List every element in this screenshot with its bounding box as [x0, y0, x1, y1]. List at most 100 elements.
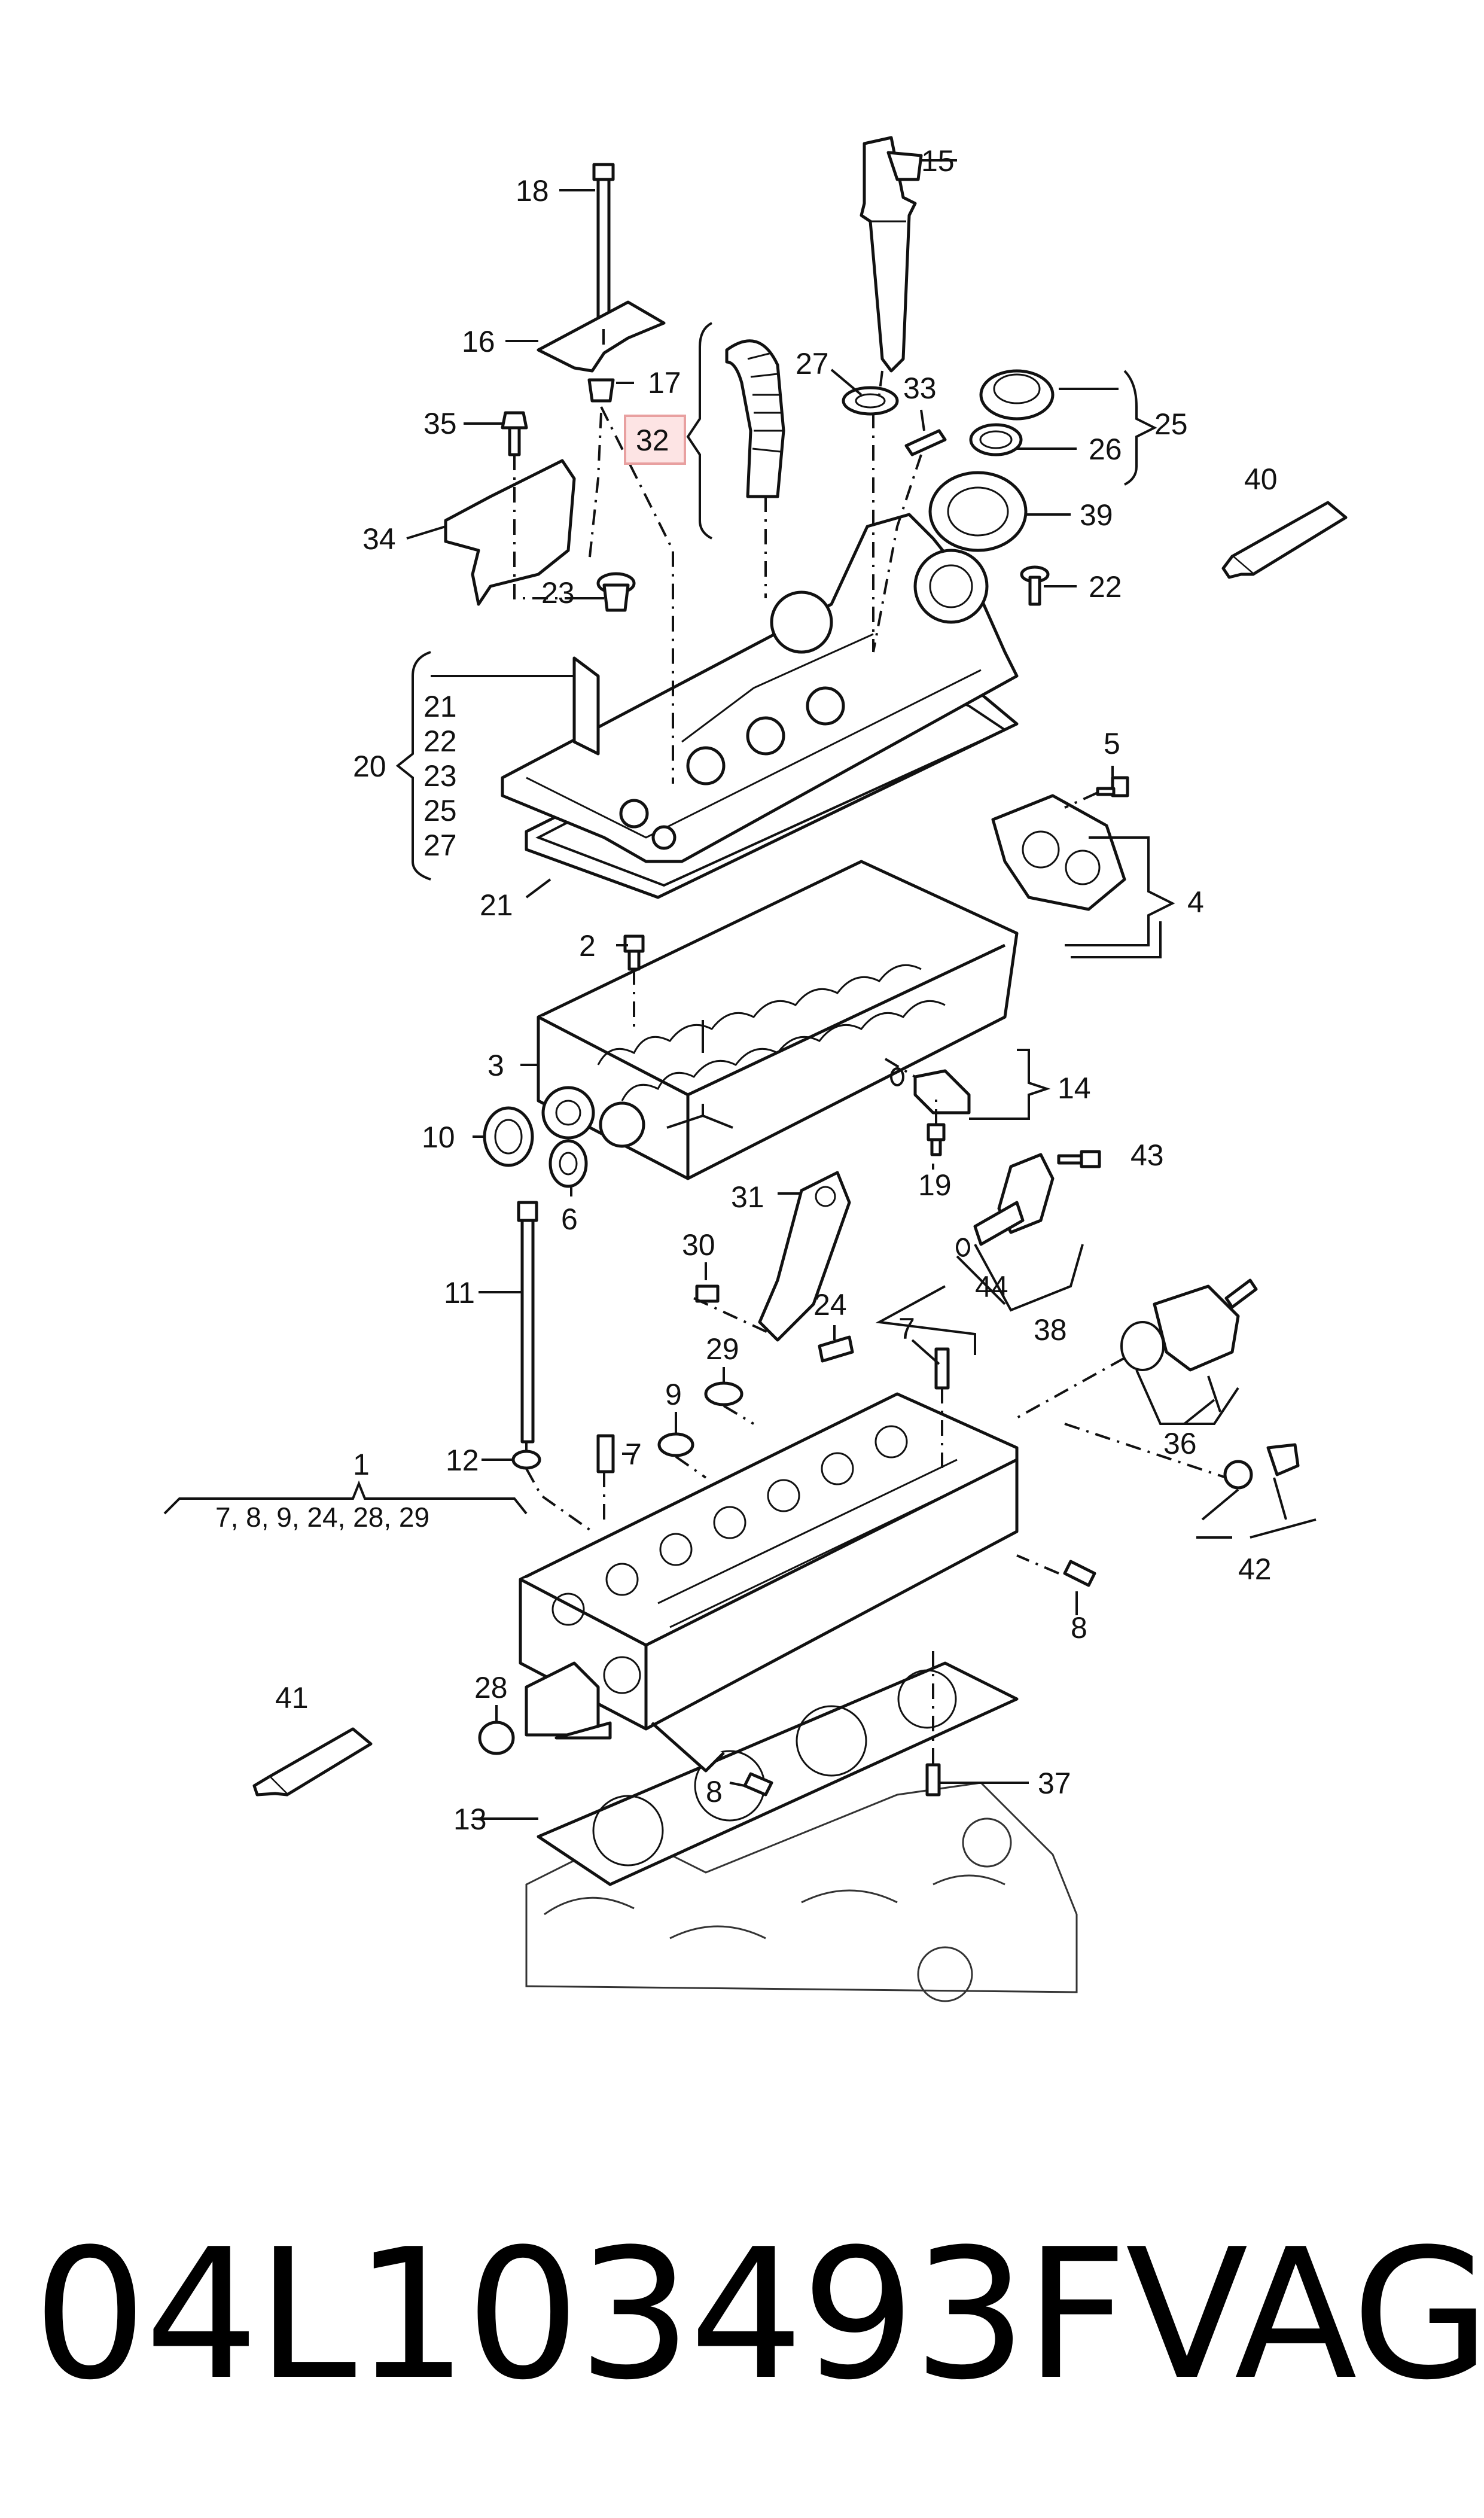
clamping-piece-16 [537, 300, 666, 373]
cylinder-head [519, 1392, 1019, 1773]
oil-filler-cap-25 [979, 369, 1055, 421]
callout-41: 41 [275, 1681, 309, 1715]
callout-32: 32 [636, 424, 669, 457]
bracket-32 [686, 322, 712, 540]
callout-3: 3 [487, 1049, 504, 1082]
breather-hose-32 [725, 339, 785, 498]
bracket-20 [395, 651, 431, 881]
callout-20-list-5: 27 [423, 829, 457, 862]
callout-25: 25 [1154, 407, 1188, 441]
callout-31: 31 [731, 1180, 764, 1214]
callout-20-list-3: 23 [423, 759, 457, 793]
seal-29 [704, 1381, 743, 1406]
bolt-2 [623, 934, 645, 971]
callout-37: 37 [1038, 1767, 1071, 1800]
seal-26 [969, 423, 1023, 456]
callout-12: 12 [446, 1444, 479, 1477]
bracket-31 [758, 1171, 851, 1342]
callout-1: 1 [353, 1448, 370, 1481]
cylinder-head-cover [501, 513, 1019, 863]
assembly-lines [513, 329, 1227, 1765]
callout-38: 38 [1034, 1313, 1067, 1347]
bolt-43 [1057, 1150, 1101, 1168]
callout-44: 44 [975, 1270, 1008, 1304]
bolt-35 [501, 411, 528, 456]
callout-35: 35 [423, 407, 457, 440]
seal-27 [842, 386, 899, 416]
callout-29: 29 [706, 1332, 739, 1366]
callout-20: 20 [353, 750, 386, 783]
callout-labels: 18 15 16 17 27 33 25 26 35 32 40 39 34 2… [215, 144, 1278, 1836]
callout-15: 15 [921, 144, 955, 178]
bolt-30 [695, 1284, 720, 1303]
callout-11: 11 [444, 1276, 475, 1310]
callout-30: 30 [682, 1228, 715, 1262]
callout-20-list-4: 25 [423, 794, 457, 827]
callout-7b: 7 [898, 1312, 915, 1345]
callout-24: 24 [813, 1288, 847, 1322]
callout-36: 36 [1163, 1427, 1197, 1460]
callout-20-list-1: 21 [423, 690, 457, 723]
stud-24 [818, 1335, 854, 1363]
callout-7a: 7 [625, 1438, 642, 1471]
callout-2: 2 [579, 929, 596, 963]
o-ring-44 [956, 1238, 970, 1257]
bolt-18 [592, 163, 615, 328]
footer: 04L103493F VAG [33, 2211, 1484, 2419]
dowel-7b [934, 1347, 950, 1390]
part-number: 04L103493F [33, 2211, 1128, 2419]
callout-22: 22 [1089, 570, 1122, 604]
callout-14: 14 [1058, 1071, 1091, 1105]
callout-9: 9 [665, 1378, 682, 1411]
callout-34: 34 [362, 522, 396, 556]
washer-12 [511, 1450, 541, 1470]
plug-28 [478, 1721, 515, 1755]
callout-26: 26 [1089, 433, 1122, 466]
dowel-37 [925, 1763, 941, 1797]
sensor-14 [890, 1067, 971, 1115]
bolt-5 [1096, 776, 1129, 797]
cover-plate-4 [991, 794, 1126, 911]
callout-6: 6 [561, 1202, 578, 1236]
callout-17: 17 [648, 366, 681, 400]
callout-4: 4 [1187, 885, 1204, 919]
exploded-parts-diagram: 18 15 16 17 27 33 25 26 35 32 40 39 34 2… [163, 136, 1348, 2002]
injector-15 [860, 136, 923, 373]
spacer-17 [587, 378, 615, 403]
callout-28: 28 [474, 1671, 508, 1704]
seal-6 [548, 1139, 588, 1188]
stud-8a [1063, 1560, 1096, 1587]
callout-13: 13 [453, 1803, 487, 1836]
sealant-tube-41 [252, 1727, 373, 1797]
seal-9 [657, 1432, 694, 1457]
callout-39: 39 [1080, 498, 1113, 532]
bolt-11 [517, 1201, 538, 1444]
plug-23 [596, 572, 636, 612]
callout-8a: 8 [1071, 1611, 1087, 1645]
oil-seal-10 [483, 1106, 534, 1167]
sealant-tube-40 [1221, 501, 1348, 579]
dowel-7a [596, 1434, 615, 1473]
brand-name: VAG [1125, 2211, 1484, 2419]
callout-23: 23 [541, 576, 575, 610]
flange-36 [1120, 1278, 1258, 1372]
plug-42 [1223, 1443, 1300, 1490]
bracket-34 [444, 459, 576, 606]
highlight-box-32 [624, 415, 686, 465]
leader-21 [525, 878, 551, 899]
camshaft-housing [537, 860, 1019, 1180]
clip-33 [904, 429, 947, 456]
sensor-38 [973, 1153, 1055, 1246]
callout-33: 33 [903, 372, 937, 405]
callout-21: 21 [480, 888, 513, 922]
head-gasket [537, 1661, 1019, 1886]
leader-lines [163, 159, 1317, 1820]
callout-16: 16 [462, 325, 495, 358]
bolt-19 [927, 1123, 946, 1156]
callout-1-subparts: 7, 8, 9, 24, 28, 29 [215, 1502, 429, 1533]
filler-neck-39 [928, 471, 1028, 552]
callout-5: 5 [1104, 727, 1120, 760]
callout-42: 42 [1238, 1552, 1272, 1586]
stud-8b [743, 1772, 773, 1797]
callout-19: 19 [918, 1168, 952, 1202]
